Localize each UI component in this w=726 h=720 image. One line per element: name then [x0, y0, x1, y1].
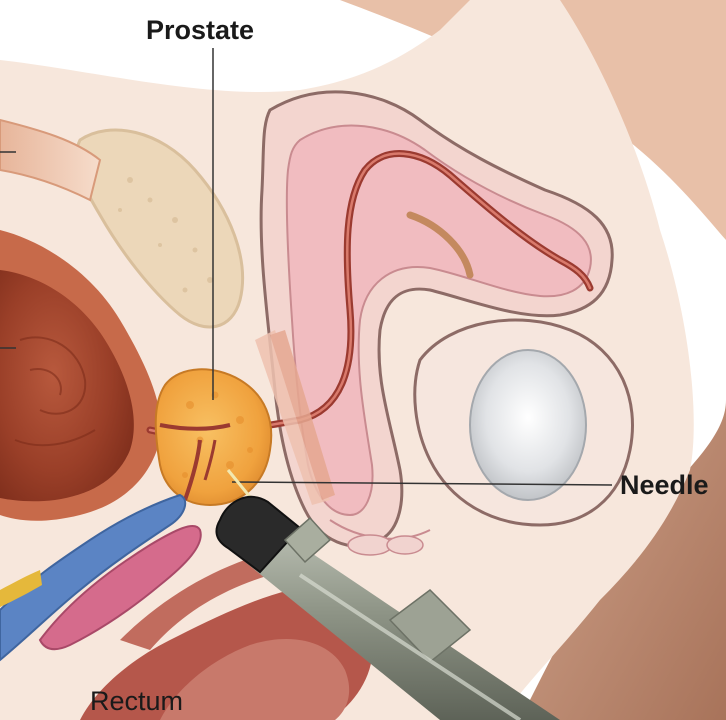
- needle-label: Needle: [620, 472, 709, 499]
- rectum-label: Rectum: [90, 688, 183, 715]
- prostate-label: Prostate: [146, 17, 254, 44]
- testis: [470, 350, 586, 500]
